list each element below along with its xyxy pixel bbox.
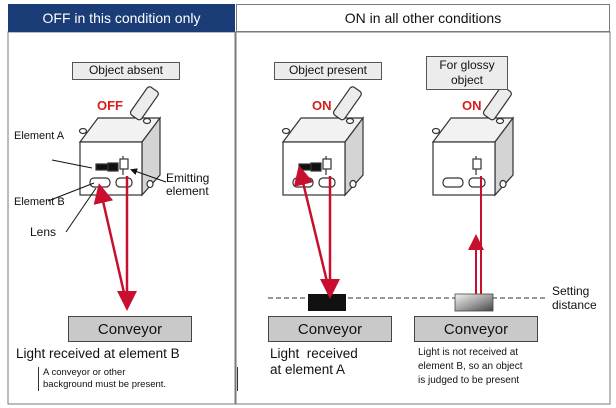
right-panel-frame: [235, 31, 611, 405]
conveyor-glossy: Conveyor: [414, 316, 538, 342]
tag-object-absent: Object absent: [72, 62, 180, 80]
state-on-present: ON: [312, 98, 332, 113]
beam-return-present: [293, 165, 332, 295]
leader-element-a: [51, 159, 93, 169]
label-setting-distance: Setting distance: [552, 284, 597, 312]
left-panel-frame: [7, 31, 236, 405]
label-element-b: Element B: [14, 196, 65, 208]
label-emitting-element: Emitting element: [166, 171, 210, 198]
label-element-a: Element A: [14, 130, 65, 142]
tag-glossy-object: For glossy object: [426, 56, 508, 90]
leader-lens: [65, 187, 97, 233]
header-on-condition: ON in all other conditions: [236, 4, 610, 32]
tag-object-present: Object present: [274, 62, 382, 80]
conveyor-present: Conveyor: [268, 316, 392, 342]
label-lens: Lens: [30, 225, 57, 239]
note-background: A conveyor or other background must be p…: [38, 367, 238, 391]
conveyor-absent: Conveyor: [68, 316, 192, 342]
leader-emitting: [130, 168, 167, 183]
sensor-present: [281, 86, 365, 197]
beam-return-absent: [93, 183, 129, 307]
state-off: OFF: [97, 98, 123, 113]
caption-light-element-a: Light received at element A: [270, 346, 358, 377]
glossy-object-block: [454, 293, 494, 312]
note-glossy-judged-present: Light is not received at element B, so a…: [418, 347, 523, 386]
object-block: [308, 294, 346, 311]
state-on-glossy: ON: [462, 98, 482, 113]
sensor-glossy: [431, 86, 515, 197]
caption-light-element-b: Light received at element B: [16, 346, 180, 361]
header-off-condition: OFF in this condition only: [8, 4, 235, 32]
leader-element-b: [47, 182, 95, 202]
sensor-absent: [78, 86, 162, 197]
